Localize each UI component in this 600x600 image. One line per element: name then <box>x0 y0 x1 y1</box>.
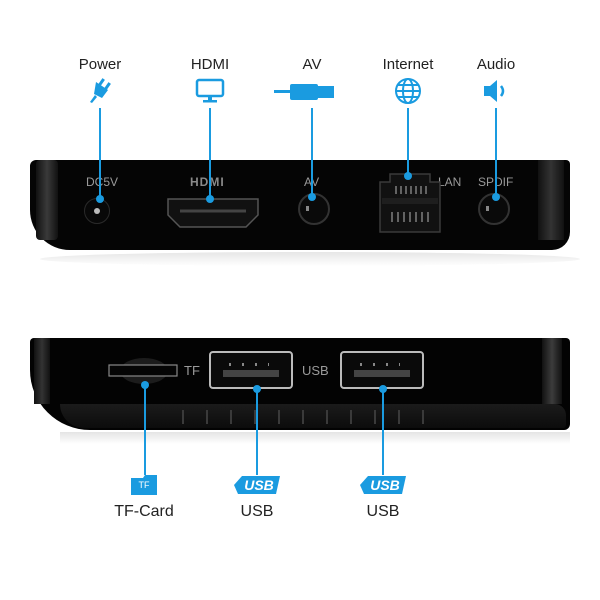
power-plug-icon <box>88 76 114 104</box>
usb-icon: USB <box>234 474 282 496</box>
lan-port <box>372 172 448 234</box>
lan-port-label: LAN <box>438 175 462 189</box>
hdmi-port <box>166 195 260 229</box>
usb-port-1 <box>209 351 293 389</box>
usb-icon-text: USB <box>244 477 274 493</box>
audio-callout-label: Audio <box>476 56 516 73</box>
bottom-device-left-highlight <box>34 338 50 404</box>
bottom-device-right-highlight <box>542 338 562 404</box>
hdmi-port-label: HDMI <box>190 175 225 189</box>
av-cable-icon <box>274 80 338 102</box>
top-device-shadow <box>40 252 580 266</box>
internet-dot <box>404 172 412 180</box>
hdmi-callout-label: HDMI <box>190 56 230 73</box>
power-callout-label: Power <box>78 56 122 73</box>
usb1-leader-line <box>256 389 258 475</box>
audio-dot <box>492 193 500 201</box>
tf-card-icon: TF <box>129 474 159 496</box>
bottom-device-body <box>30 338 570 430</box>
usb2-callout-label: USB <box>366 503 400 520</box>
internet-callout-label: Internet <box>382 56 434 73</box>
tf-card-icon-text: TF <box>138 480 150 490</box>
dc5v-port-label: DC5V <box>86 175 119 189</box>
usb-port-label: USB <box>302 363 329 378</box>
power-dot <box>96 195 104 203</box>
tf-card-callout-label: TF-Card <box>114 503 174 520</box>
vent-slots <box>182 410 442 424</box>
av-leader-line <box>311 108 313 196</box>
tf-leader-line <box>144 385 146 475</box>
speaker-icon <box>482 78 510 104</box>
audio-leader-line <box>495 108 497 196</box>
usb-icon-text: USB <box>370 477 400 493</box>
usb1-callout-label: USB <box>240 503 274 520</box>
globe-icon <box>394 77 422 105</box>
hdmi-dot <box>206 195 214 203</box>
monitor-icon <box>195 78 225 104</box>
bottom-device-shadow <box>60 432 570 444</box>
hdmi-leader-line <box>209 108 211 199</box>
tf-card-slot <box>108 356 178 386</box>
av-callout-label: AV <box>302 56 322 73</box>
power-leader-line <box>99 108 101 199</box>
usb2-leader-line <box>382 389 384 475</box>
top-device-left-highlight <box>36 160 58 240</box>
top-device-right-highlight <box>538 160 564 240</box>
internet-leader-line <box>407 108 409 176</box>
av-dot <box>308 193 316 201</box>
tf-port-label: TF <box>184 363 200 378</box>
usb-icon: USB <box>360 474 408 496</box>
usb-port-2 <box>340 351 424 389</box>
